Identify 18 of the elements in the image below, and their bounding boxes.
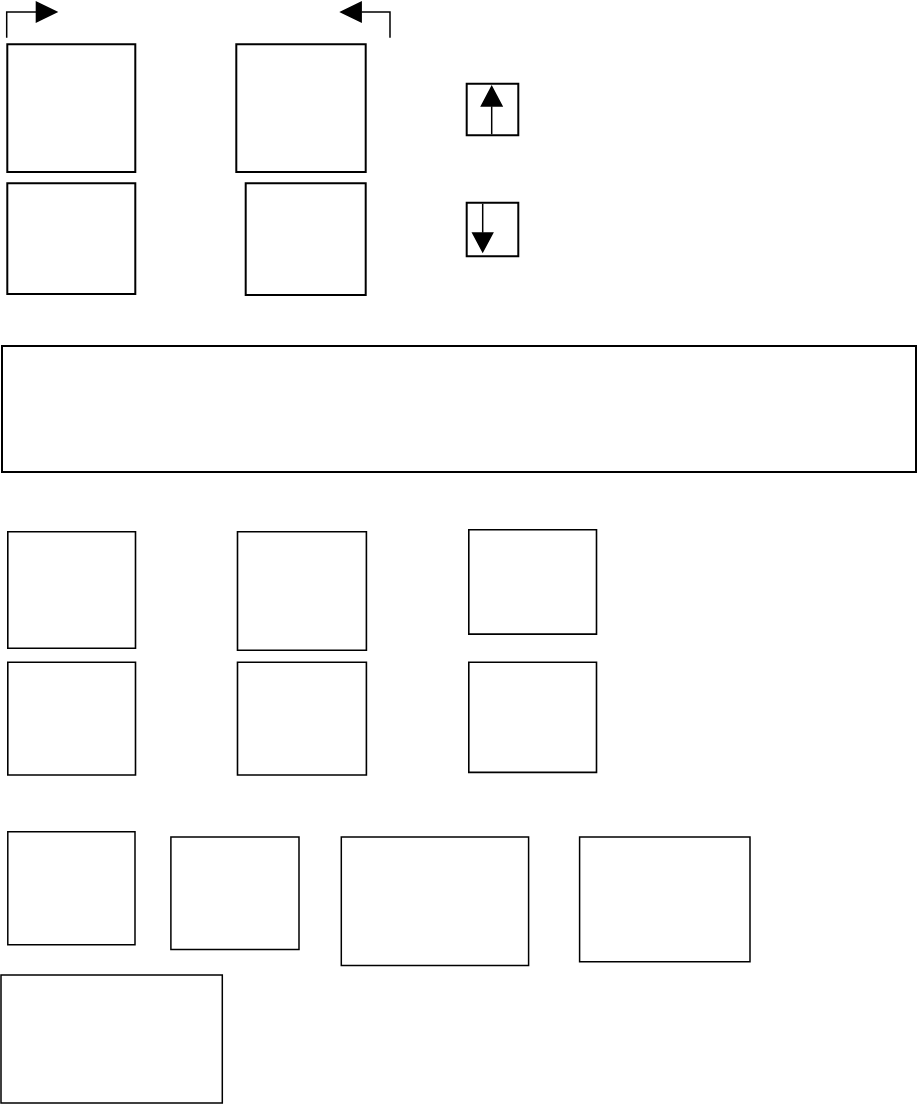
empty-box bbox=[170, 836, 300, 951]
empty-box bbox=[6, 182, 137, 295]
empty-box bbox=[0, 974, 224, 1104]
small-box bbox=[465, 82, 520, 137]
empty-box bbox=[340, 836, 530, 967]
empty-box bbox=[7, 830, 136, 946]
empty-box bbox=[235, 43, 367, 173]
empty-box bbox=[468, 529, 598, 635]
empty-box bbox=[7, 531, 137, 649]
empty-box bbox=[468, 661, 598, 774]
empty-box bbox=[236, 531, 368, 651]
small-box bbox=[465, 201, 520, 258]
empty-box bbox=[7, 661, 137, 776]
empty-box bbox=[244, 182, 367, 296]
empty-box bbox=[236, 661, 368, 776]
empty-box bbox=[6, 43, 137, 173]
wide-box bbox=[1, 345, 917, 473]
empty-box bbox=[578, 836, 751, 963]
